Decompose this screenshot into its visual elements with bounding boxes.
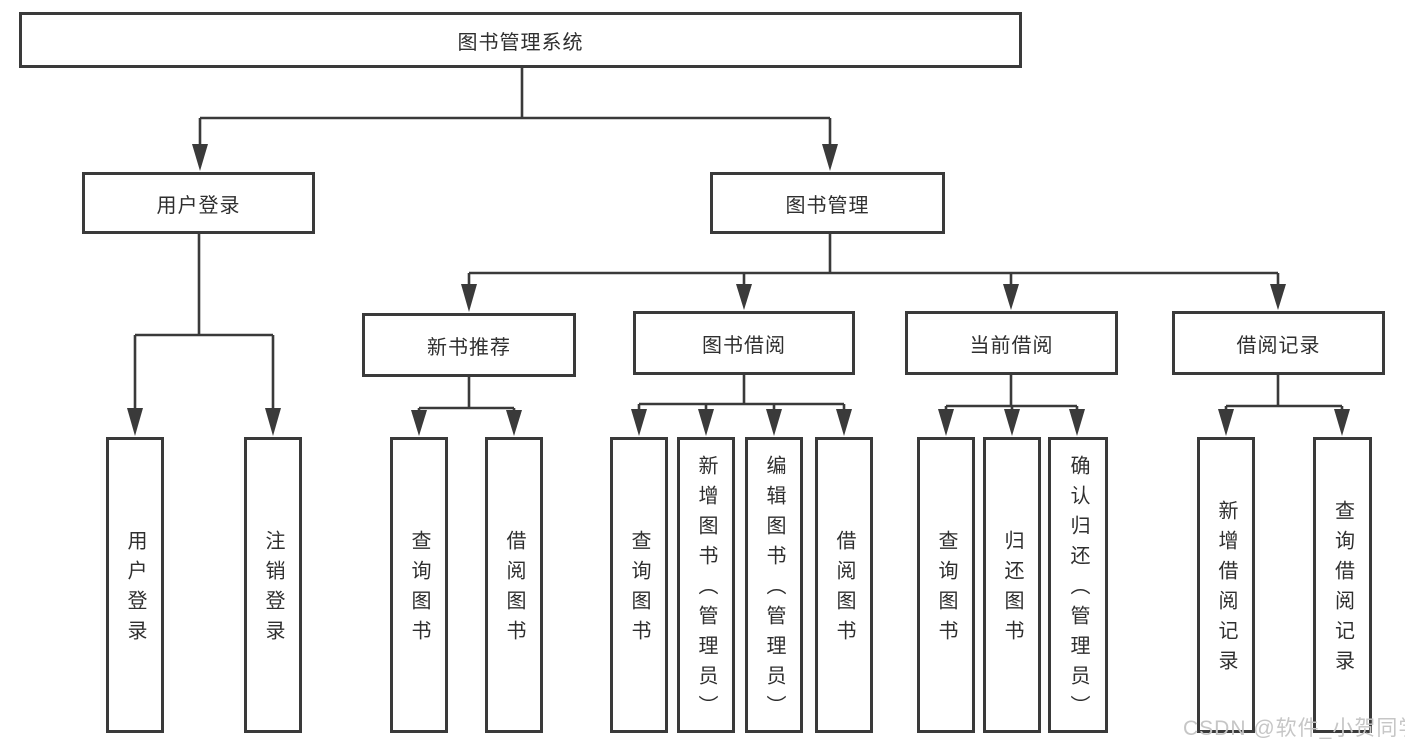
node-book-management: 图书管理 <box>710 172 945 234</box>
connector-current-borrowing-to-leaves <box>938 375 1085 436</box>
leaf-query-borrow-record: 查询借阅记录 <box>1313 437 1372 733</box>
leaf-add-book-admin: 新增图书（管理员） <box>677 437 735 733</box>
node-book-management-label: 图书管理 <box>785 194 870 217</box>
node-current-borrowing: 当前借阅 <box>905 311 1118 375</box>
leaf-add-borrow-record: 新增借阅记录 <box>1197 437 1255 733</box>
leaf-return-book: 归还图书 <box>983 437 1041 733</box>
connector-book-borrowing-to-leaves <box>631 375 852 436</box>
leaf-user-login: 用户登录 <box>106 437 164 733</box>
node-new-book-recommendation: 新书推荐 <box>362 313 576 377</box>
node-user-login: 用户登录 <box>82 172 315 234</box>
node-borrowing-records: 借阅记录 <box>1172 311 1385 375</box>
leaf-confirm-return-admin: 确认归还（管理员） <box>1048 437 1108 733</box>
leaf-query-books-current: 查询图书 <box>917 437 975 733</box>
node-root-label: 图书管理系统 <box>457 31 584 54</box>
leaf-borrow-books-borrowing: 借阅图书 <box>815 437 873 733</box>
node-current-borrowing-label: 当前借阅 <box>969 334 1054 357</box>
node-book-borrowing-label: 图书借阅 <box>702 334 786 357</box>
node-root: 图书管理系统 <box>19 12 1022 68</box>
node-book-borrowing: 图书借阅 <box>633 311 855 375</box>
leaf-borrow-books-recommend: 借阅图书 <box>485 437 543 733</box>
leaf-query-books-recommend: 查询图书 <box>390 437 448 733</box>
leaf-logout: 注销登录 <box>244 437 302 733</box>
leaf-edit-book-admin: 编辑图书（管理员） <box>745 437 803 733</box>
connector-borrowing-records-to-leaves <box>1218 375 1350 436</box>
connector-user-login-to-leaves <box>127 234 281 436</box>
node-user-login-label: 用户登录 <box>156 194 241 217</box>
connector-root-to-level2 <box>192 68 838 171</box>
node-new-book-recommendation-label: 新书推荐 <box>427 336 511 359</box>
leaf-query-books-borrowing: 查询图书 <box>610 437 668 733</box>
connector-new-book-to-leaves <box>411 377 522 436</box>
connector-book-management-to-level3 <box>461 234 1286 312</box>
node-borrowing-records-label: 借阅记录 <box>1236 334 1321 357</box>
